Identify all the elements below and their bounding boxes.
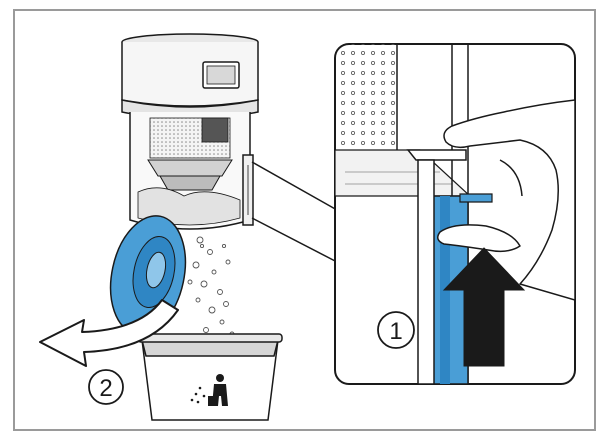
arrow-up-icon [442,247,526,367]
step-1-badge: 1 [377,311,415,349]
curved-arrow-left-icon [39,299,179,367]
step-2-number: 2 [99,375,112,402]
callout-lines [251,161,338,263]
dust-container [121,33,259,230]
step-1-number: 1 [389,318,402,345]
trash-bin-icon [190,374,228,406]
trash-bin [137,333,283,421]
step-2-badge: 2 [88,369,124,405]
detail-inset: 1 [334,43,576,385]
hand [437,99,575,301]
